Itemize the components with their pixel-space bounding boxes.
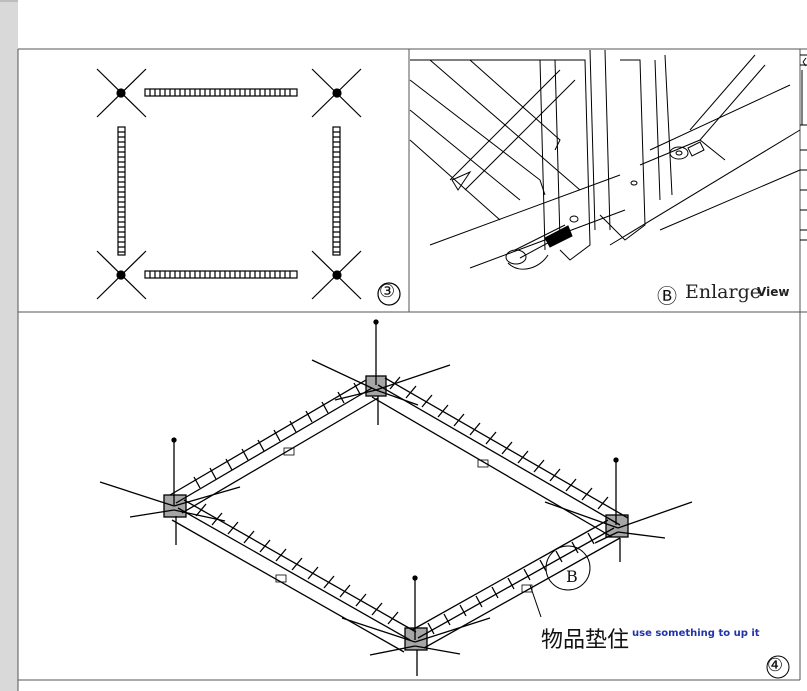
truss-bottom	[144, 270, 298, 279]
truss-beam-front-right	[411, 519, 621, 649]
truss-beam-back-left	[169, 379, 379, 514]
corner-tower-right	[544, 457, 693, 562]
drawing-sheet	[18, 0, 807, 691]
support-note-leader	[529, 584, 542, 618]
detail-b-marker: Ⓑ	[657, 284, 677, 308]
callout-b-circle	[545, 545, 591, 591]
corner-tower-left	[99, 437, 241, 545]
support-note-chinese: 物品垫住	[541, 628, 630, 653]
truss-beam-front-left	[171, 499, 417, 653]
panel-3-plan-view	[96, 68, 401, 306]
panel-4-isometric-view	[99, 319, 790, 679]
truss-right	[332, 126, 341, 256]
panel-3-marker: ③	[379, 281, 396, 302]
enlarge-label: Enlarge	[685, 281, 761, 303]
corner-base-top-right	[311, 68, 362, 118]
corner-base-top-left	[96, 68, 147, 118]
corner-tower-front	[341, 575, 491, 676]
truss-top	[144, 88, 298, 97]
view-label: View	[757, 285, 790, 299]
corner-base-bottom-right	[311, 250, 362, 300]
panel-4-marker-circle	[766, 655, 790, 679]
corner-base-bottom-left	[96, 250, 147, 300]
corner-tower-back	[311, 319, 451, 425]
panel-b-enlarged-detail	[409, 49, 807, 270]
callout-b-label: B	[566, 567, 578, 586]
panel-frames	[17, 48, 807, 691]
truss-beam-back-right	[371, 376, 629, 538]
support-note-english: use something to up it	[632, 628, 760, 639]
panel-3-marker-circle	[377, 282, 401, 306]
panel-4-marker: ④	[767, 655, 784, 676]
truss-left	[117, 126, 126, 256]
support-blocks	[275, 447, 533, 593]
